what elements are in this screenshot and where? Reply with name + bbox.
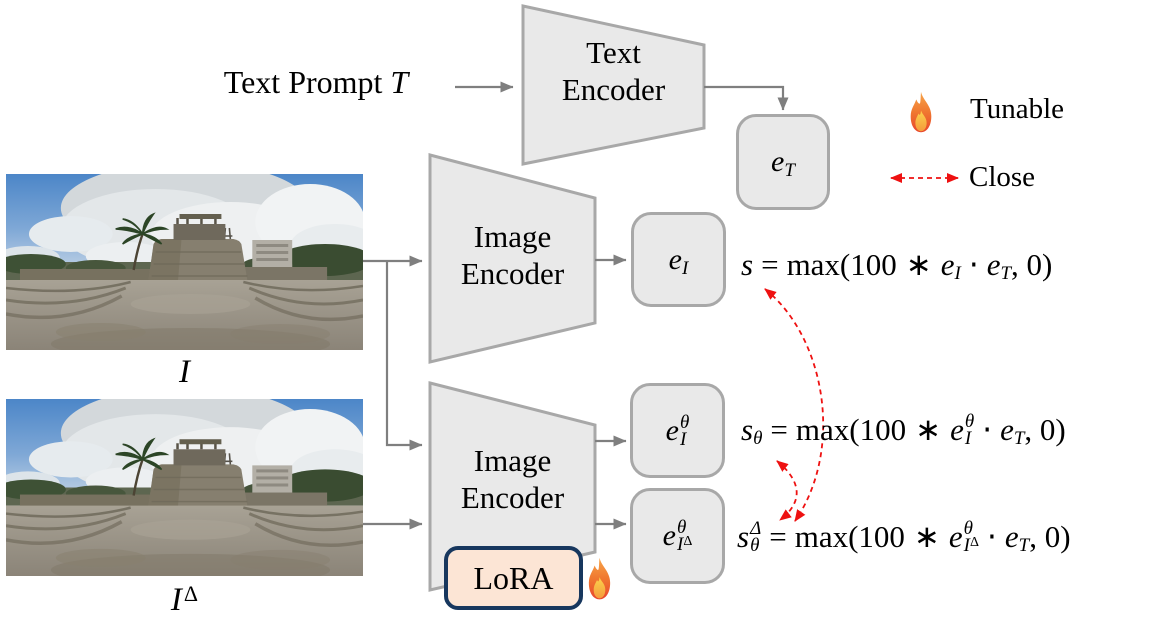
arrow-text-encoder-to-et [704, 85, 789, 111]
prompt-symbol: T [390, 64, 409, 100]
delta-superscript: Δ [183, 581, 199, 606]
text-prompt-label: Text Prompt T [223, 64, 409, 100]
close-relation-arrows [764, 173, 959, 522]
image-i-delta-label: IΔ [170, 581, 199, 618]
lora-adapter-box: LoRA [444, 546, 583, 610]
text-encoder-label: Text Encoder [561, 35, 666, 107]
panorama-image-i [6, 174, 363, 350]
close-arrow-s-to-sdelta [764, 288, 825, 522]
legend-tunable-label: Tunable [970, 93, 1064, 125]
flame-icon [588, 557, 611, 600]
panorama-image-i-delta [6, 399, 363, 576]
arrow-image-i-branch-to-bottom-encoder [385, 262, 423, 451]
flame-icon [910, 91, 932, 133]
image-i-label: I [179, 354, 190, 390]
image-encoder-bottom-label: Image Encoder [460, 443, 565, 515]
image-encoder-top-label: Image Encoder [460, 219, 565, 291]
legend-close-label: Close [969, 161, 1036, 193]
